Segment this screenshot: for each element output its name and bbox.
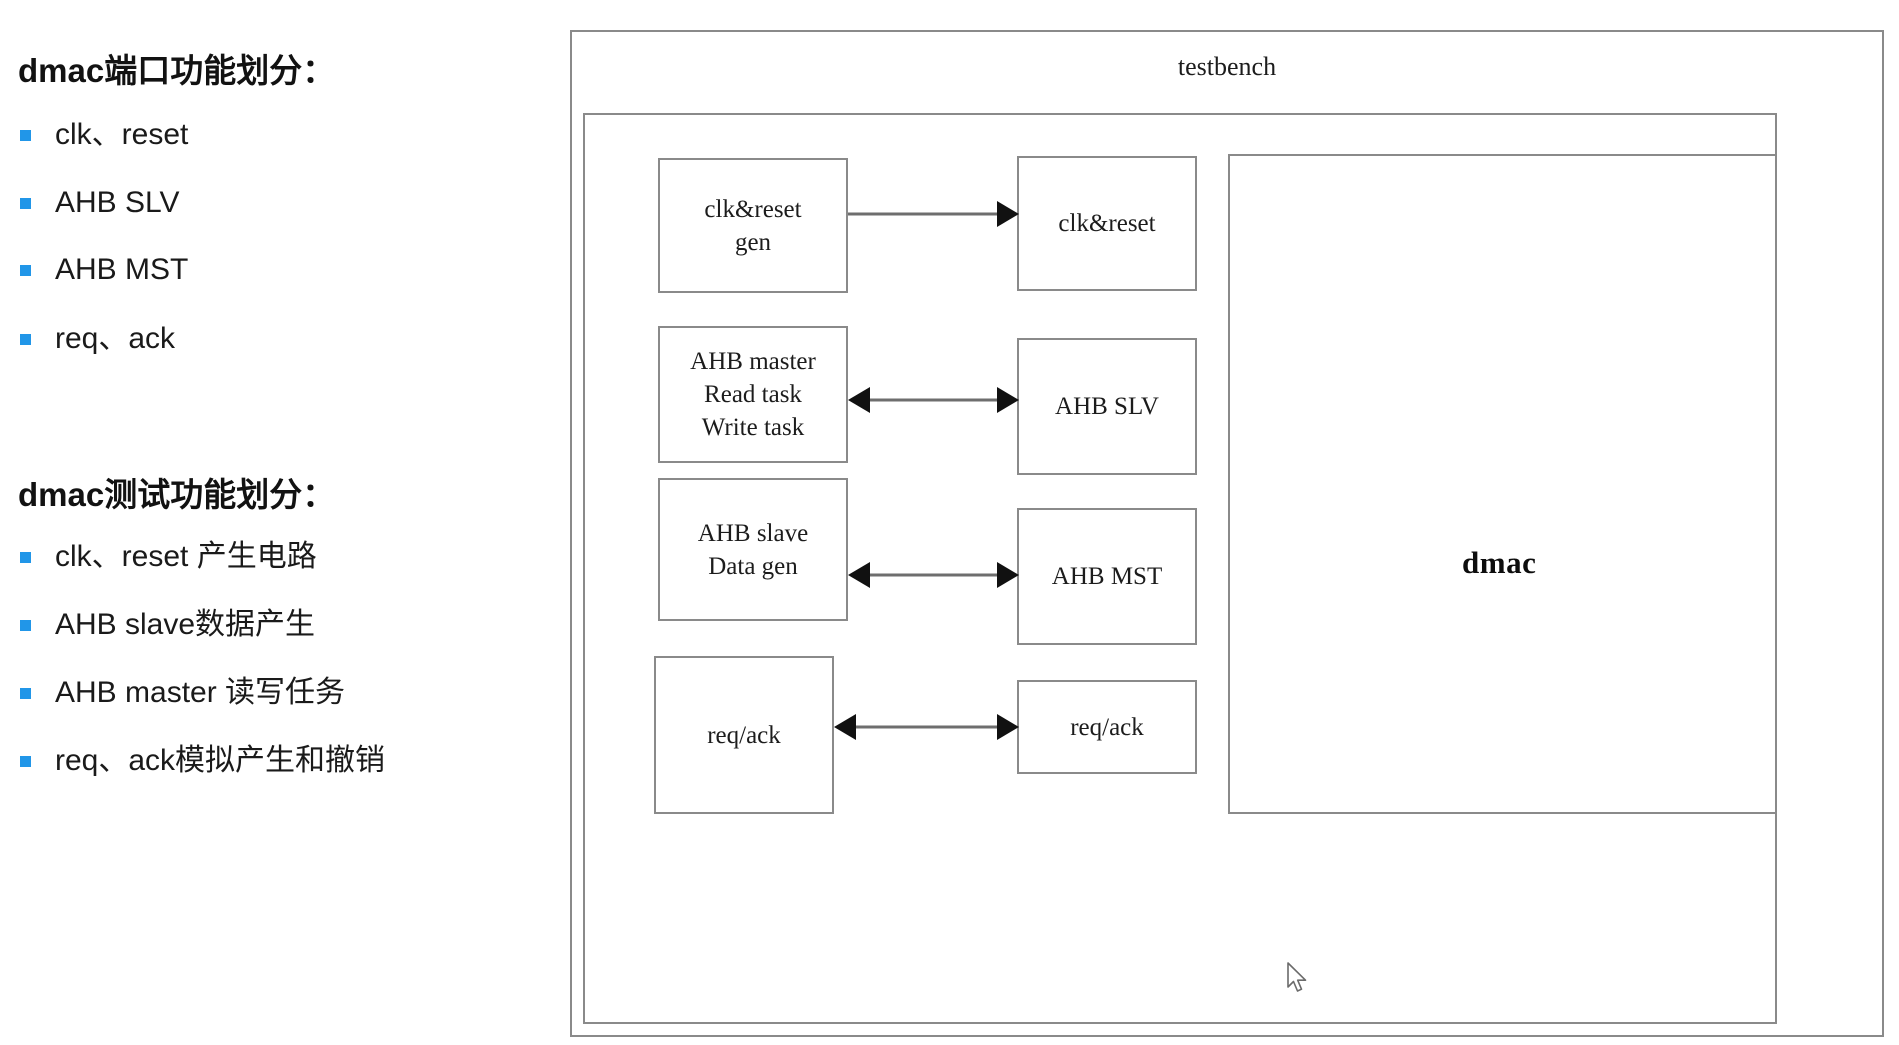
- arrow-clk-reset: [848, 200, 1019, 228]
- list-item: AHB SLV: [20, 188, 180, 218]
- arrow-head-left-icon: [848, 387, 870, 413]
- list-item: AHB master 读写任务: [20, 678, 345, 708]
- list-item: req、ack模拟产生和撤销: [20, 746, 385, 776]
- block-ahb-master-tasks[interactable]: AHB master Read task Write task: [658, 326, 848, 463]
- block-req-ack-tb[interactable]: req/ack: [654, 656, 834, 814]
- block-line: gen: [734, 228, 772, 256]
- arrow-ahb-slave-mst: [848, 561, 1019, 589]
- bullet-square-icon: [20, 333, 31, 345]
- block-line: AHB SLV: [1055, 393, 1159, 420]
- block-line: req/ack: [1070, 713, 1144, 741]
- bullet-label: clk、reset: [55, 118, 189, 151]
- arrow-head-right-icon: [997, 714, 1019, 740]
- arrow-shaft: [848, 212, 1000, 216]
- bullet-label: req、ack: [55, 322, 176, 355]
- list-item: clk、reset 产生电路: [20, 542, 317, 572]
- block-line: req/ack: [707, 721, 781, 749]
- block-line: AHB master: [690, 348, 816, 375]
- arrow-head-left-icon: [848, 562, 870, 588]
- bullet-label: AHB SLV: [55, 186, 180, 219]
- arrow-shaft: [854, 725, 999, 729]
- bullet-label: req、ack模拟产生和撤销: [55, 744, 386, 777]
- block-line: clk&reset: [1058, 210, 1156, 237]
- dmac-boundary: [1228, 154, 1777, 814]
- bullet-label: AHB MST: [55, 253, 189, 286]
- arrow-head-left-icon: [834, 714, 856, 740]
- mouse-pointer-icon: [1286, 962, 1312, 996]
- section-heading-ports: dmac端口功能划分：: [18, 52, 336, 89]
- bullet-square-icon: [20, 264, 31, 276]
- arrow-head-right-icon: [997, 201, 1019, 227]
- block-dmac-ahb-slv[interactable]: AHB SLV: [1017, 338, 1197, 475]
- bullet-label: clk、reset 产生电路: [55, 540, 317, 573]
- list-item: req、ack: [20, 324, 175, 354]
- bullet-square-icon: [20, 197, 31, 209]
- arrow-shaft: [868, 398, 999, 402]
- arrow-head-right-icon: [997, 387, 1019, 413]
- bullet-label: AHB slave数据产生: [55, 608, 316, 641]
- list-item: clk、reset: [20, 120, 188, 150]
- block-line: Data gen: [708, 552, 798, 580]
- section-heading-testing: dmac测试功能划分：: [18, 476, 336, 513]
- block-clk-reset-gen[interactable]: clk&reset gen: [658, 158, 848, 293]
- dmac-label: dmac: [1462, 545, 1537, 580]
- bullet-square-icon: [20, 755, 31, 767]
- bullet-square-icon: [20, 687, 31, 699]
- block-ahb-slave-data-gen[interactable]: AHB slave Data gen: [658, 478, 848, 621]
- testbench-title: testbench: [1177, 52, 1277, 81]
- bullet-square-icon: [20, 129, 31, 141]
- block-dmac-ahb-mst[interactable]: AHB MST: [1017, 508, 1197, 645]
- list-item: AHB MST: [20, 255, 188, 285]
- bullet-square-icon: [20, 619, 31, 631]
- arrow-shaft: [868, 573, 999, 577]
- arrow-ahb-master-slv: [848, 386, 1019, 414]
- testbench-block-diagram: testbench dmac clk&reset gen AHB master …: [570, 30, 1884, 1037]
- arrow-req-ack: [834, 713, 1019, 741]
- left-text-panel: dmac端口功能划分： clk、reset AHB SLV AHB MST re…: [0, 0, 560, 1045]
- block-line: AHB slave: [697, 519, 809, 547]
- list-item: AHB slave数据产生: [20, 610, 315, 640]
- block-dmac-clk-reset[interactable]: clk&reset: [1017, 156, 1197, 291]
- block-line: Read task: [704, 381, 802, 408]
- bullet-label: AHB master 读写任务: [55, 676, 346, 709]
- block-dmac-req-ack[interactable]: req/ack: [1017, 680, 1197, 774]
- block-line: Write task: [701, 414, 805, 441]
- block-line: clk&reset: [704, 195, 802, 223]
- arrow-head-right-icon: [997, 562, 1019, 588]
- block-line: AHB MST: [1051, 563, 1163, 590]
- bullet-square-icon: [20, 551, 31, 563]
